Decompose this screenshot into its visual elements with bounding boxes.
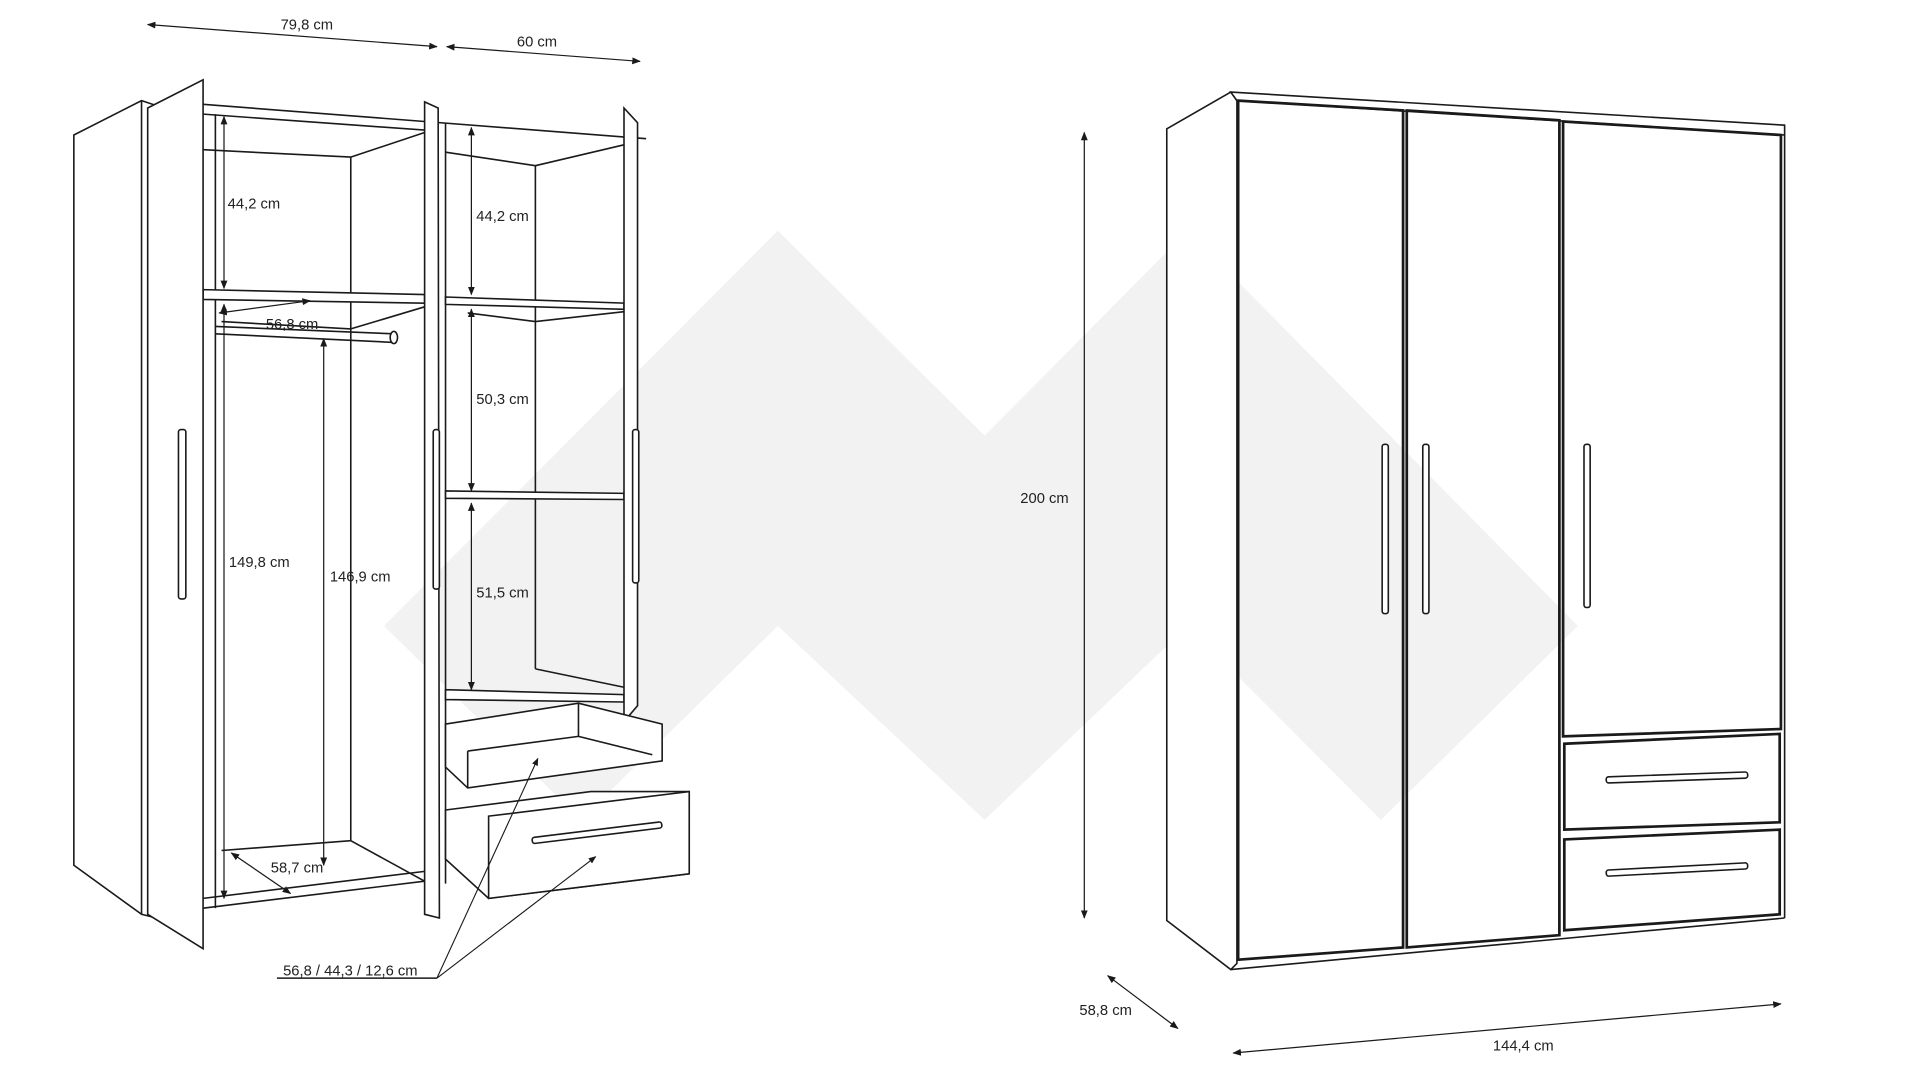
clothes-rail xyxy=(215,325,394,344)
shelf-left xyxy=(202,288,426,304)
middle-door-open xyxy=(423,100,441,920)
left-door-open xyxy=(146,78,204,951)
side-panel xyxy=(1165,90,1238,971)
label-depth: 58,8 cm xyxy=(1079,1003,1131,1019)
label-top-shelf-left: 44,2 cm xyxy=(228,197,280,213)
label-height: 200 cm xyxy=(1020,491,1068,507)
label-bottom-depth: 58,7 cm xyxy=(271,861,323,877)
label-total-width-left: 79,8 cm xyxy=(281,17,333,33)
front-door-2 xyxy=(1405,109,1561,949)
door-handle-3 xyxy=(1583,443,1591,609)
drawer-handle-1 xyxy=(1605,771,1749,784)
door-handle-1 xyxy=(1381,443,1390,615)
label-drawer-dims: 56,8 / 44,3 / 12,6 cm xyxy=(283,964,418,980)
label-rail-height: 146,9 cm xyxy=(330,570,391,586)
label-hanging-height: 149,8 cm xyxy=(229,555,290,571)
right-door-open xyxy=(623,105,639,724)
label-lower-shelf: 51,5 cm xyxy=(476,586,528,602)
label-shelf-depth: 56,8 cm xyxy=(266,317,318,333)
top-panel xyxy=(1229,91,1786,136)
door-handle-2 xyxy=(1421,443,1430,615)
open-wardrobe-drawing xyxy=(73,78,691,951)
front-drawer-1 xyxy=(1562,732,1782,832)
label-top-shelf-right: 44,2 cm xyxy=(476,209,528,225)
label-middle-shelf: 50,3 cm xyxy=(476,392,528,408)
drawer-handle-2 xyxy=(1605,862,1749,877)
door-handle xyxy=(177,428,187,600)
label-width: 144,4 cm xyxy=(1493,1039,1554,1055)
front-door-1 xyxy=(1236,99,1405,962)
drawer-handle xyxy=(531,821,663,845)
watermark-logo xyxy=(384,230,1578,820)
label-total-width-right: 60 cm xyxy=(517,35,557,51)
closed-wardrobe-drawing xyxy=(1165,90,1786,971)
left-side-panel xyxy=(73,99,158,920)
front-door-3 xyxy=(1561,120,1783,738)
front-drawer-2 xyxy=(1562,828,1782,932)
